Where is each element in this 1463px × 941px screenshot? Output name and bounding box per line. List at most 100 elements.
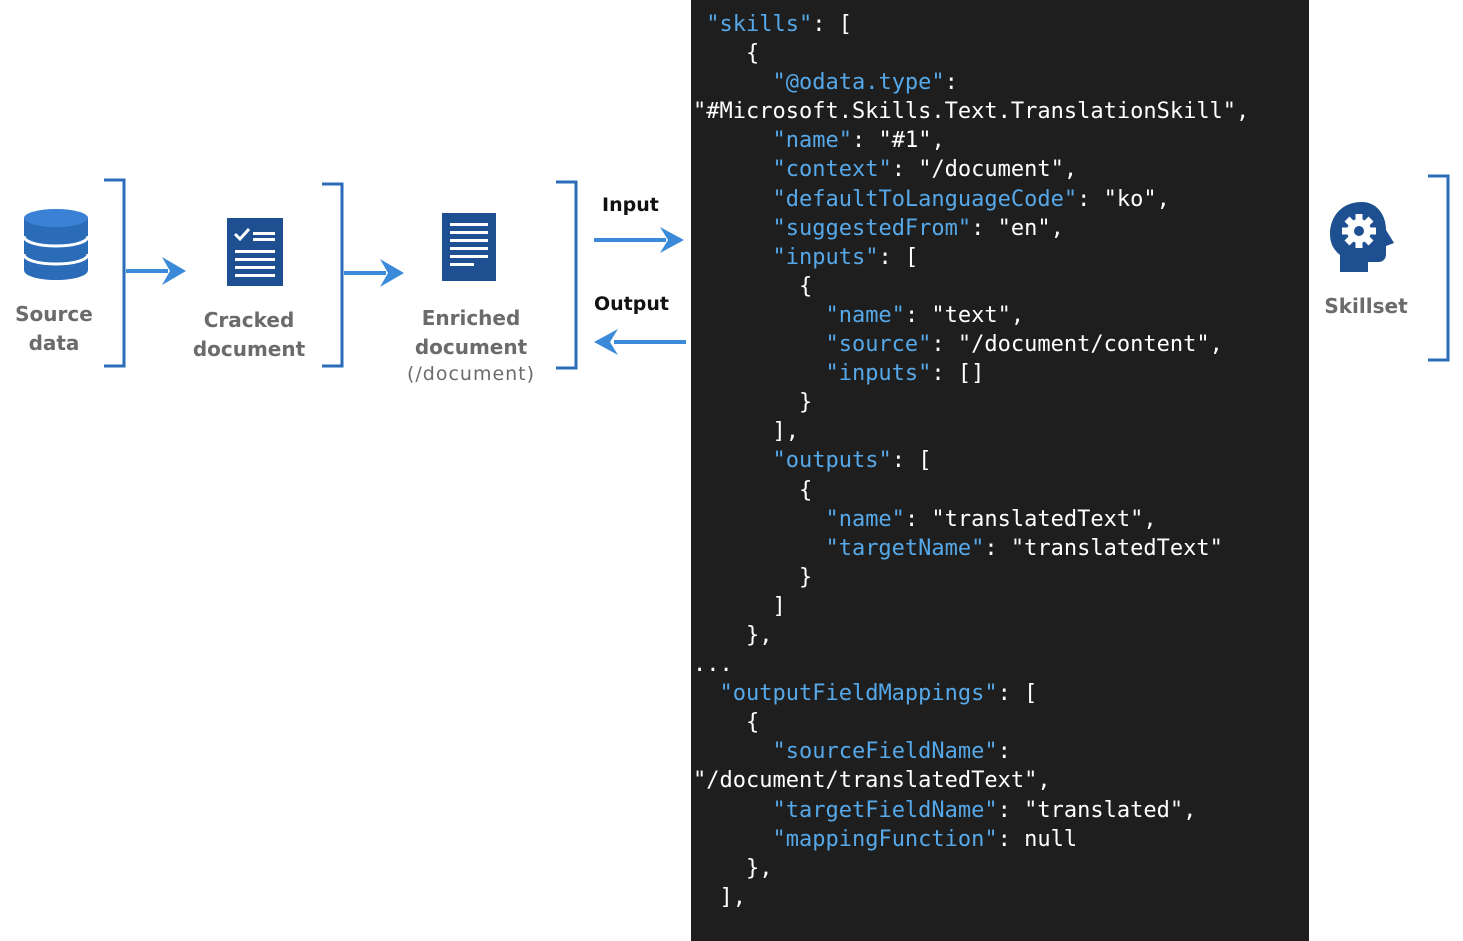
code-line: } <box>693 563 1249 592</box>
code-text: : <box>944 70 958 96</box>
arrow-right-icon <box>126 257 186 285</box>
code-text <box>693 827 772 852</box>
code-line: "name": "text", <box>693 301 1249 330</box>
code-text: { <box>693 710 760 736</box>
code-text: ] <box>693 593 786 619</box>
code-text: : null <box>997 826 1078 852</box>
enriched-line2: document <box>414 335 528 359</box>
code-panel: "skills": [ { "@odata.type":"#Microsoft.… <box>691 0 1309 941</box>
code-text <box>693 681 720 706</box>
code-text: } <box>693 564 813 590</box>
code-text: : "#1", <box>851 128 945 154</box>
code-text <box>693 739 772 764</box>
code-text: ], <box>693 884 746 910</box>
cracked-line2: document <box>192 337 306 361</box>
bracket-skillset <box>1428 174 1450 362</box>
code-text <box>693 216 772 241</box>
source-line1: Source <box>15 302 93 326</box>
code-key: "targetName" <box>825 535 985 561</box>
code-line: "source": "/document/content", <box>693 330 1249 359</box>
code-line: "outputFieldMappings": [ <box>693 679 1249 708</box>
bracket-1 <box>104 178 126 368</box>
bracket-3 <box>556 180 578 370</box>
code-line: } <box>693 388 1249 417</box>
code-text: "/document/translatedText", <box>693 768 1051 794</box>
code-text: : [] <box>931 361 985 387</box>
code-text: : "translated", <box>997 797 1197 823</box>
code-key: "suggestedFrom" <box>772 215 972 241</box>
code-text: : "/document", <box>891 157 1078 183</box>
code-line: "skills": [ <box>693 10 1249 39</box>
code-line: "targetFieldName": "translated", <box>693 796 1249 825</box>
code-text: : [ <box>891 448 932 474</box>
code-text: : "text", <box>904 302 1025 328</box>
code-text: : "/document/content", <box>931 332 1223 358</box>
code-line: "suggestedFrom": "en", <box>693 214 1249 243</box>
code-line: }, <box>693 621 1249 650</box>
code-text: ], <box>693 419 799 445</box>
code-text <box>693 361 825 386</box>
code-line: "#Microsoft.Skills.Text.TranslationSkill… <box>693 97 1249 126</box>
code-text <box>693 536 825 561</box>
document-icon <box>442 213 496 281</box>
code-text <box>693 245 772 270</box>
code-text: : [ <box>997 681 1038 707</box>
enriched-line3: (/document) <box>406 363 536 385</box>
code-text <box>693 448 772 473</box>
code-line: "@odata.type": <box>693 68 1249 97</box>
enriched-line1: Enriched <box>421 306 521 330</box>
code-key: "name" <box>825 506 905 532</box>
code-text: } <box>693 390 813 416</box>
code-line: "inputs": [] <box>693 359 1249 388</box>
code-text <box>693 332 825 357</box>
code-line: "/document/translatedText", <box>693 766 1249 795</box>
cracked-document-label: Cracked document <box>190 306 308 364</box>
code-key: "targetFieldName" <box>772 797 998 823</box>
arrow-right-icon <box>344 259 404 287</box>
code-key: "sourceFieldName" <box>772 739 998 765</box>
code-key: "@odata.type" <box>772 70 945 96</box>
code-text: : "ko", <box>1077 186 1170 212</box>
code-key: "inputs" <box>825 361 932 387</box>
code-key: "mappingFunction" <box>772 826 998 852</box>
code-text: "#Microsoft.Skills.Text.TranslationSkill… <box>693 99 1250 125</box>
skillset-json-code: "skills": [ { "@odata.type":"#Microsoft.… <box>693 10 1249 912</box>
checklist-document-icon <box>227 218 283 286</box>
code-line: "defaultToLanguageCode": "ko", <box>693 185 1249 214</box>
output-arrow-icon <box>594 329 686 355</box>
code-line: { <box>693 39 1249 68</box>
code-text: : "en", <box>971 215 1064 241</box>
source-line2: data <box>28 331 80 355</box>
code-text: : "translatedText", <box>904 506 1157 532</box>
code-line: { <box>693 708 1249 737</box>
code-key: "skills" <box>706 12 813 37</box>
code-text: : [ <box>812 12 852 37</box>
code-text: }, <box>693 855 773 881</box>
code-text: }, <box>693 622 773 648</box>
source-data-label: Source data <box>6 300 102 358</box>
code-text <box>693 12 706 37</box>
code-line: "name": "translatedText", <box>693 505 1249 534</box>
code-key: "context" <box>772 157 892 183</box>
code-line: ], <box>693 883 1249 912</box>
code-text: { <box>693 273 813 299</box>
code-line: { <box>693 272 1249 301</box>
output-label: Output <box>594 293 669 315</box>
input-label: Input <box>602 194 659 216</box>
input-arrow-icon <box>594 227 684 253</box>
code-line: ], <box>693 417 1249 446</box>
gear-head-icon <box>1330 202 1394 272</box>
code-text <box>693 798 772 823</box>
code-line: ... <box>693 650 1249 679</box>
code-text <box>693 303 825 328</box>
code-line: { <box>693 476 1249 505</box>
code-key: "defaultToLanguageCode" <box>772 186 1078 212</box>
code-key: "source" <box>825 332 932 358</box>
bracket-2 <box>322 182 344 368</box>
code-key: "inputs" <box>772 244 879 270</box>
skillset-label: Skillset <box>1324 294 1408 318</box>
code-text: ... <box>693 652 733 678</box>
code-key: "name" <box>825 302 905 328</box>
code-text: : "translatedText" <box>984 535 1223 561</box>
code-key: "name" <box>772 128 852 154</box>
